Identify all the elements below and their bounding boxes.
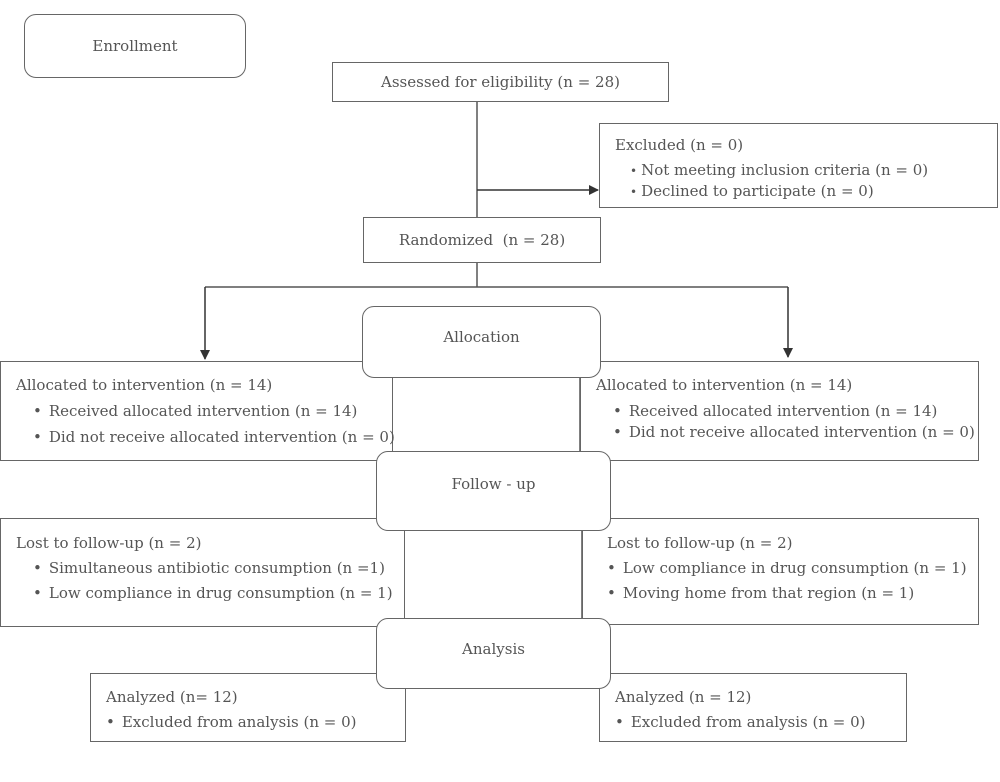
stage-enrollment-label: Enrollment	[92, 37, 178, 55]
right-allocated-item: Did not receive allocated intervention (…	[613, 423, 975, 441]
stage-enrollment: Enrollment	[24, 14, 246, 78]
right-lost-title: Lost to follow-up (n = 2)	[607, 534, 793, 552]
left-allocated-title: Allocated to intervention (n = 14)	[16, 376, 273, 394]
right-analyzed-box: Analyzed (n = 12) Excluded from analysis…	[599, 673, 907, 742]
left-allocated-item: Did not receive allocated intervention (…	[33, 428, 395, 446]
stage-followup: Follow - up	[376, 451, 611, 531]
left-allocated-box: Allocated to intervention (n = 14) Recei…	[0, 361, 395, 461]
left-analyzed-title: Analyzed (n= 12)	[106, 688, 238, 706]
excluded-title: Excluded (n = 0)	[615, 136, 744, 154]
right-allocated-title: Allocated to intervention (n = 14)	[596, 376, 853, 394]
randomized-box: Randomized (n = 28)	[363, 217, 601, 263]
left-analyzed-item: Excluded from analysis (n = 0)	[106, 713, 357, 731]
left-lost-item: Simultaneous antibiotic consumption (n =…	[33, 559, 385, 577]
left-analyzed-box: Analyzed (n= 12) Excluded from analysis …	[90, 673, 406, 742]
stage-analysis: Analysis	[376, 618, 611, 689]
excluded-item: Not meeting inclusion criteria (n = 0)	[630, 161, 928, 179]
stage-followup-label: Follow - up	[451, 475, 536, 493]
left-allocated-item: Received allocated intervention (n = 14)	[33, 402, 358, 420]
right-lost-box: Lost to follow-up (n = 2) Low compliance…	[582, 518, 979, 625]
randomized-text: Randomized (n = 28)	[398, 231, 566, 249]
right-analyzed-item: Excluded from analysis (n = 0)	[615, 713, 866, 731]
stage-analysis-label: Analysis	[462, 639, 525, 658]
assessed-text: Assessed for eligibility (n = 28)	[381, 73, 620, 91]
right-allocated-box: Allocated to intervention (n = 14) Recei…	[580, 361, 979, 461]
left-lost-item: Low compliance in drug consumption (n = …	[33, 584, 393, 602]
right-lost-item: Moving home from that region (n = 1)	[607, 584, 914, 602]
right-allocated-item: Received allocated intervention (n = 14)	[613, 402, 938, 420]
stage-allocation-label: Allocation	[443, 328, 520, 346]
excluded-item: Declined to participate (n = 0)	[630, 182, 874, 200]
excluded-box: Excluded (n = 0) Not meeting inclusion c…	[599, 123, 998, 208]
right-lost-item: Low compliance in drug consumption (n = …	[607, 559, 967, 577]
left-lost-title: Lost to follow-up (n = 2)	[16, 534, 202, 552]
left-lost-box: Lost to follow-up (n = 2) Simultaneous a…	[0, 518, 405, 627]
right-analyzed-title: Analyzed (n = 12)	[615, 688, 752, 706]
assessed-box: Assessed for eligibility (n = 28)	[332, 62, 669, 102]
stage-allocation: Allocation	[362, 306, 601, 378]
